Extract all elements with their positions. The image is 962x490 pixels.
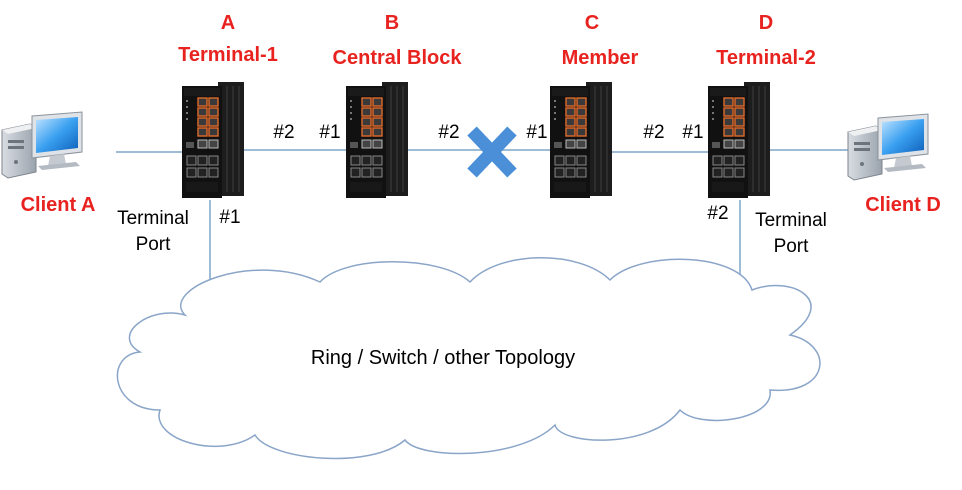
node-a-name: Terminal-1: [178, 44, 278, 66]
switch-a-icon: [181, 81, 245, 199]
switch-c-icon: [549, 81, 613, 199]
terminal-port-d-line1: Terminal: [755, 210, 827, 231]
port-d-bottom: #2: [707, 203, 729, 224]
link-lines: [116, 149, 848, 292]
link-break-x-icon: [467, 126, 517, 178]
node-b-name: Central Block: [332, 47, 462, 69]
node-b-letter: B: [384, 12, 400, 34]
client-a-computer-icon: [1, 111, 83, 179]
node-c-letter: C: [584, 12, 600, 34]
client-a-label: Client A: [20, 194, 96, 216]
cloud-label: Ring / Switch / other Topology: [310, 347, 576, 369]
port-a-bottom: #1: [219, 207, 241, 228]
switch-d-icon: [707, 81, 771, 199]
port-a-right: #2: [273, 122, 295, 143]
terminal-port-d-line2: Port: [773, 236, 809, 257]
port-d-left: #1: [682, 122, 704, 143]
node-c-name: Member: [561, 47, 639, 69]
node-a-letter: A: [220, 12, 236, 34]
node-d-name: Terminal-2: [716, 47, 816, 69]
port-b-right: #2: [438, 122, 460, 143]
switch-b-icon: [345, 81, 409, 199]
terminal-port-a-line2: Port: [135, 234, 171, 255]
topology-cloud: [116, 257, 821, 460]
terminal-port-a-label: Terminal Port: [117, 206, 189, 258]
terminal-port-a-line1: Terminal: [117, 208, 189, 229]
client-d-label: Client D: [865, 194, 941, 216]
client-d-computer-icon: [847, 113, 929, 181]
port-c-left: #1: [526, 122, 548, 143]
terminal-port-d-label: Terminal Port: [755, 208, 827, 260]
port-c-right: #2: [643, 122, 665, 143]
node-d-letter: D: [758, 12, 774, 34]
port-b-left: #1: [319, 122, 341, 143]
